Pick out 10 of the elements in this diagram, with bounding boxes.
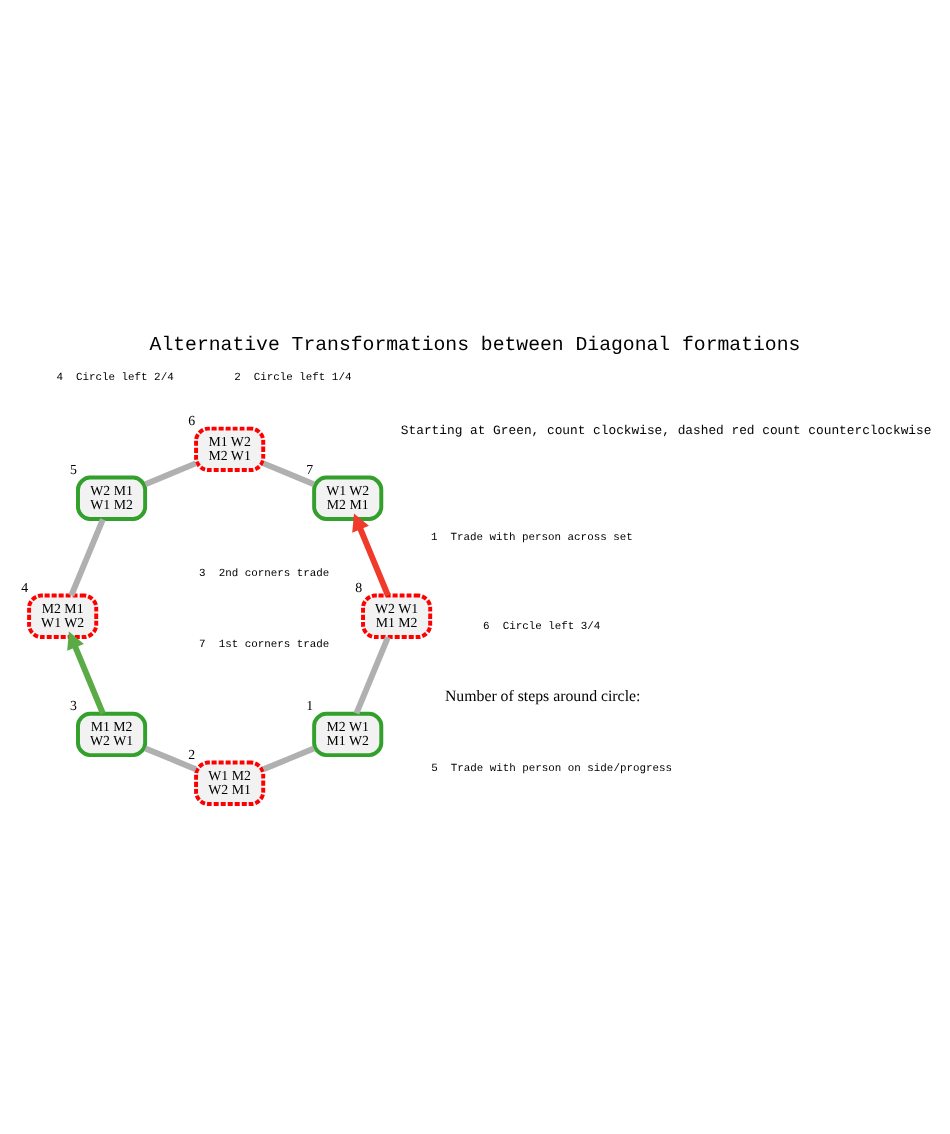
connector xyxy=(144,460,197,487)
connector xyxy=(68,518,106,597)
connector xyxy=(262,460,315,487)
label: Number of steps around circle: xyxy=(444,687,641,706)
arrow xyxy=(67,631,106,715)
arrow xyxy=(352,513,391,597)
connector xyxy=(353,636,391,715)
diagram-title: Alternative Transformations between Diagonal formations xyxy=(149,333,801,356)
connector xyxy=(262,745,315,773)
connector xyxy=(144,745,197,773)
